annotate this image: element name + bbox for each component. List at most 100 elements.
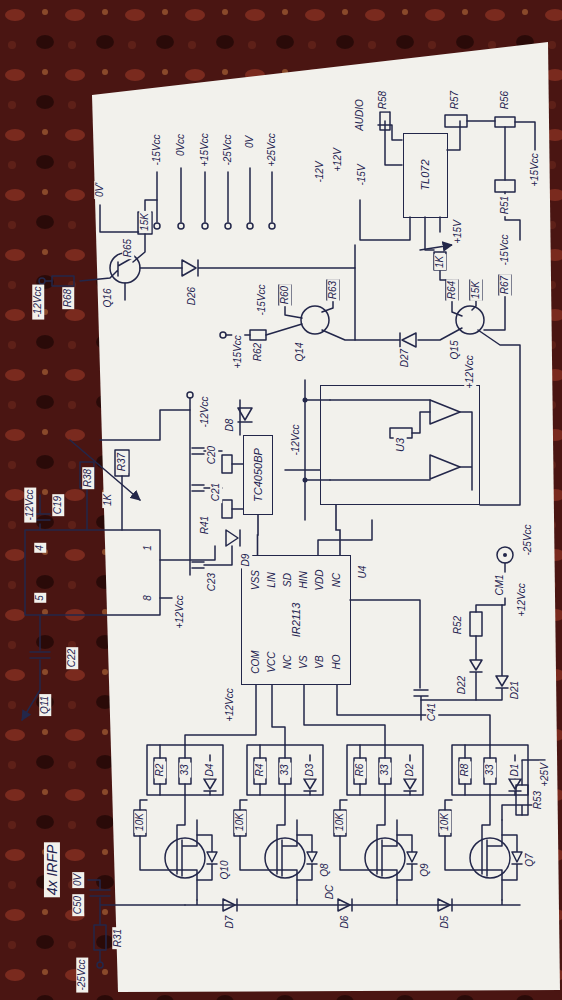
component-label: D4 [204, 762, 216, 779]
u3-internals-part [430, 400, 460, 479]
bootstrap-network-part [470, 563, 505, 700]
component-label: 10K [234, 811, 246, 833]
power-stage-part [223, 899, 452, 911]
component-label: R63 [327, 279, 339, 301]
component-label: 33 [379, 762, 391, 777]
tl072-stage-part [420, 245, 452, 280]
component-label: VB [314, 653, 326, 670]
wire-connector [336, 505, 340, 555]
component-label: -12Vcc [24, 487, 36, 522]
component-label: D9 [240, 552, 252, 569]
component-label: R56 [499, 89, 511, 111]
component-label: +12Vcc [174, 593, 186, 631]
component-label: +12V [332, 146, 344, 174]
component-label: D8 [224, 417, 236, 434]
timer-ic [22, 410, 215, 720]
component-label: VDD [314, 567, 326, 592]
tl072-stage [360, 112, 535, 280]
component-label: VS [298, 653, 310, 670]
component-label: +15Vcc [529, 151, 541, 189]
component-label: +12Vcc [224, 686, 236, 724]
component-label: +12Vcc [464, 353, 476, 391]
component-label: R6 [354, 762, 366, 779]
bootstrap-network-part [470, 612, 482, 636]
paper-sheet [92, 42, 560, 992]
component-label: R8 [459, 762, 471, 779]
supply-terminals-part [157, 168, 272, 222]
component-label: D6 [339, 914, 351, 931]
tl072-stage-part [467, 121, 535, 240]
component-label: Q14 [294, 341, 306, 364]
power-stage-part [334, 745, 423, 900]
chip-name: U3 [394, 436, 407, 454]
supply-terminals-part [202, 223, 208, 229]
timer-ic-part [30, 410, 190, 530]
q16-stage-part [182, 245, 355, 276]
component-label: R57 [449, 89, 461, 111]
component-label: R65 [122, 237, 134, 259]
tc4050-network-part [222, 500, 232, 518]
component-label: R51 [499, 194, 511, 216]
component-label: Q7 [524, 851, 536, 868]
component-label: -12Vcc [199, 394, 211, 429]
component-label: NC [331, 571, 343, 589]
tl072-stage-part [360, 200, 440, 250]
chip-name: TL072 [419, 157, 432, 192]
u3-internals-part [303, 478, 308, 483]
q14-stage-part [250, 330, 266, 340]
component-label: 1K [434, 254, 446, 270]
component-label: 10K [134, 811, 146, 833]
component-label: D3 [304, 762, 316, 779]
component-label: CM1 [494, 572, 506, 597]
tl072-stage-part [445, 115, 467, 127]
power-stage-part [97, 962, 103, 968]
q16-stage-part [45, 268, 182, 281]
component-label: 0V [72, 872, 84, 888]
q16-stage-part [133, 200, 157, 262]
component-label: +15Vcc [199, 131, 211, 169]
component-label: U4 [357, 564, 369, 581]
u3-internals-part [303, 398, 308, 403]
component-label: -12Vcc [290, 422, 302, 457]
component-label: R4 [254, 762, 266, 779]
ir2113-wiring [185, 520, 490, 745]
component-label: R68 [62, 287, 74, 309]
component-label: C21 [210, 481, 222, 503]
supply-terminals-part [154, 223, 160, 229]
component-label: D7 [224, 914, 236, 931]
component-label: C50 [72, 894, 84, 916]
tc4050-network-part [222, 455, 232, 473]
supply-terminals-part [178, 223, 184, 229]
component-label: -12V [314, 159, 326, 184]
component-label: HIN [298, 569, 310, 590]
component-label: SD [282, 571, 294, 589]
component-label: R60 [279, 284, 291, 306]
component-label: LIN [266, 570, 278, 590]
component-label: +12Vcc [516, 581, 528, 619]
component-label: D27 [399, 347, 411, 369]
ic-package: U3 [320, 385, 480, 505]
component-label: VCC [266, 649, 278, 674]
component-label: 10K [439, 811, 451, 833]
component-label: 15K [139, 211, 151, 233]
component-label: Q8 [319, 861, 331, 878]
component-label: D21 [509, 679, 521, 701]
component-label: R52 [452, 614, 464, 636]
component-label: Q10 [219, 859, 231, 882]
component-label: +25Vcc [266, 131, 278, 169]
bootstrap-network-part [503, 553, 507, 557]
component-label: 0V' [94, 181, 106, 199]
wire-connector [257, 515, 259, 555]
power-stage-part [516, 785, 528, 815]
component-label: -12Vcc [32, 284, 44, 319]
tc4050-network-part [192, 448, 204, 568]
component-label: 33 [179, 762, 191, 777]
component-label: DC [324, 883, 336, 901]
component-label: R41 [199, 514, 211, 536]
component-label: D22 [456, 674, 468, 696]
component-label: Q9 [419, 861, 431, 878]
